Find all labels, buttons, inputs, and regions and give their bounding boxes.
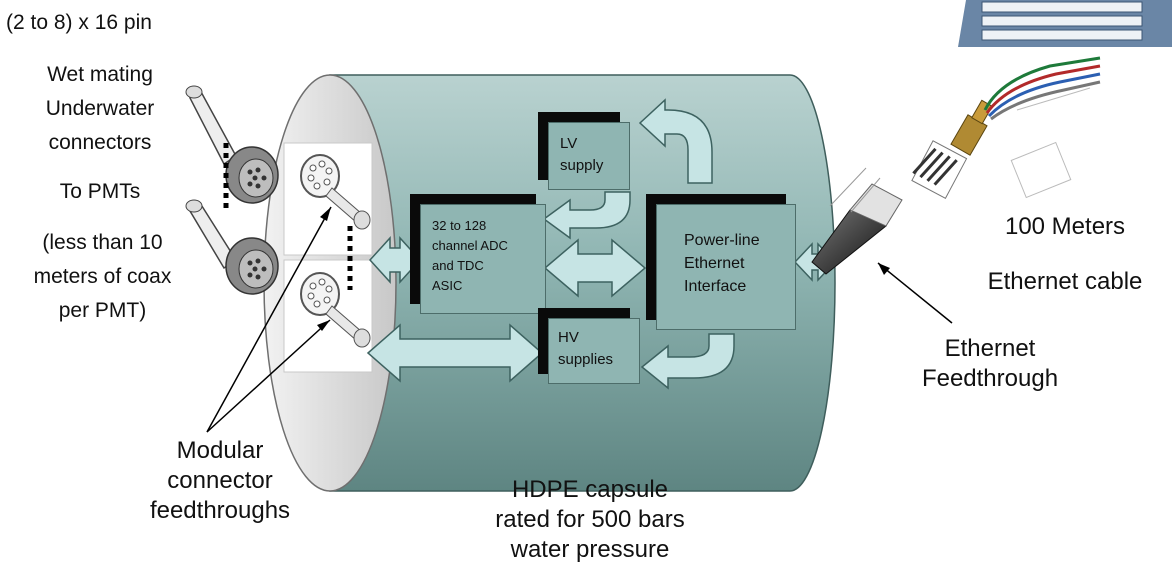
adc-line-2: channel ADC xyxy=(432,238,508,253)
feedthrough-connector-icon xyxy=(300,272,371,348)
power-line-2: Ethernet xyxy=(684,255,745,272)
coax-note-label: (less than 10 meters of coax per PMT) xyxy=(0,226,205,328)
pointer-arrowhead xyxy=(317,320,330,331)
adc-line-1: 32 to 128 xyxy=(432,218,487,233)
modular-line-3: feedthroughs xyxy=(149,497,291,524)
adc-line-3: and TDC xyxy=(432,258,484,273)
pointer-line xyxy=(877,262,953,324)
underwater-connector-icon xyxy=(185,199,279,295)
hdpe-line-1: HDPE capsule xyxy=(511,476,669,503)
lv-line-1: LV xyxy=(560,135,578,152)
power-line-1: Power-line xyxy=(684,232,760,249)
hdpe-line-2: rated for 500 bars xyxy=(495,506,685,533)
lv-supply-box: LV supply xyxy=(548,122,630,190)
pin-count-label: (2 to 8) x 16 pin xyxy=(6,11,152,34)
arrow-power-to-lv xyxy=(638,98,713,184)
ethernet-cable-icon xyxy=(911,56,1101,200)
pointer-line xyxy=(206,319,331,433)
lv-line-2: supply xyxy=(560,157,604,174)
meters-label: 100 Meters xyxy=(1004,213,1126,240)
modular-line-1: Modular xyxy=(176,437,264,464)
hdpe-capsule-label: HDPE capsule rated for 500 bars water pr… xyxy=(445,475,735,565)
coax-line-2: meters of coax xyxy=(33,265,172,288)
arrow-lv-to-adc xyxy=(542,191,631,240)
wet-mating-line-2: Underwater xyxy=(45,97,155,120)
modular-feedthroughs-label: Modular connector feedthroughs xyxy=(110,436,330,526)
adc-line-4: ASIC xyxy=(432,278,463,293)
wet-mating-line-3: connectors xyxy=(48,131,152,154)
pointer-arrowhead xyxy=(320,207,331,221)
power-line-3: Interface xyxy=(684,278,747,295)
ethernet-feedthrough-plug xyxy=(811,167,903,275)
wet-mating-label: Wet mating Underwater connectors xyxy=(5,58,195,160)
to-pmts-label: To PMTs xyxy=(59,180,141,203)
adc-asic-box: 32 to 128 channel ADC and TDC ASIC xyxy=(420,204,546,314)
coax-line-1: (less than 10 xyxy=(42,231,163,254)
feedthrough-connector-icon xyxy=(300,154,371,230)
coax-line-3: per PMT) xyxy=(58,299,147,322)
arrow-adc-power xyxy=(543,238,647,298)
arrow-power-to-hv xyxy=(640,333,735,390)
underwater-connector-icon xyxy=(185,85,279,204)
eth-feed-line-1: Ethernet xyxy=(944,335,1036,362)
ethernet-cable-label: Ethernet cable xyxy=(987,268,1143,295)
modular-line-2: connector xyxy=(167,467,273,494)
arrow-feedthrough-hv xyxy=(366,323,544,383)
hv-line-1: HV xyxy=(558,329,579,346)
wet-mating-line-1: Wet mating xyxy=(47,63,153,86)
ethernet-feedthrough-label: Ethernet Feedthrough xyxy=(890,334,1090,394)
pointer-line xyxy=(206,206,332,433)
eth-feed-line-2: Feedthrough xyxy=(921,365,1059,392)
network-hardware-icon xyxy=(958,0,1172,47)
hv-line-2: supplies xyxy=(558,351,614,368)
hv-supplies-box: HV supplies xyxy=(548,318,640,384)
power-line-interface-box: Power-line Ethernet Interface xyxy=(656,204,796,330)
pointer-arrowhead xyxy=(878,263,890,275)
hdpe-line-3: water pressure xyxy=(510,536,670,563)
